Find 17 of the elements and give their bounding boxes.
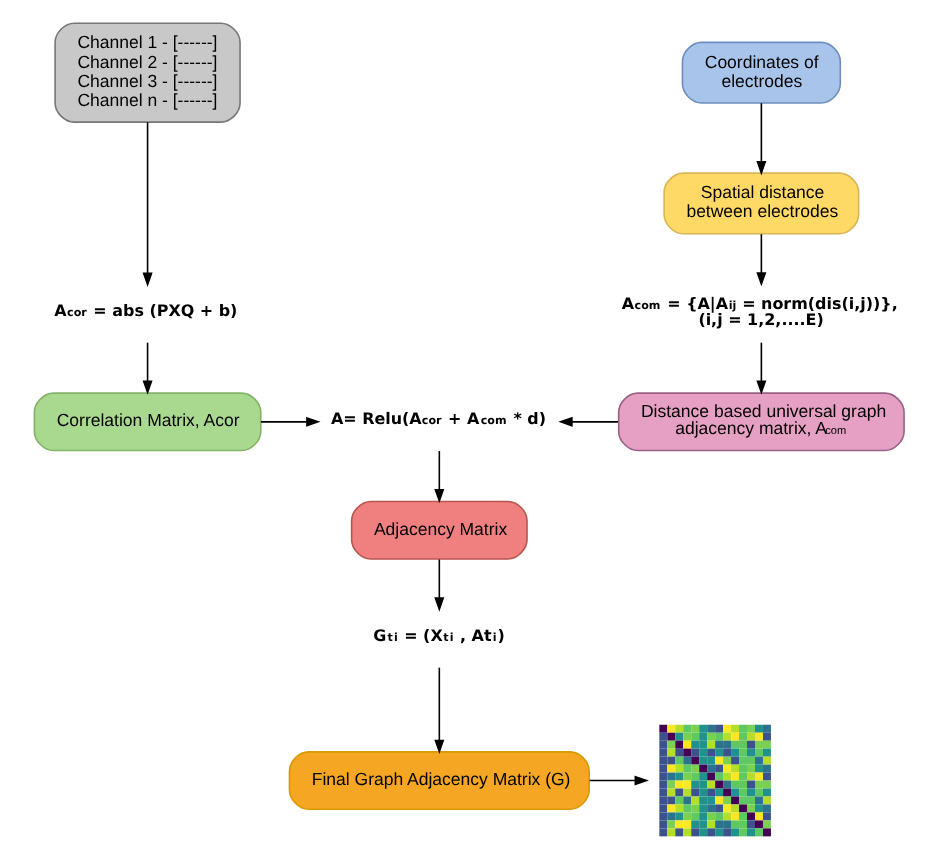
node-box: Final Graph Adjacency Matrix (G) [288,751,590,811]
arrow [756,102,767,176]
arrow [434,558,445,612]
arrow [142,341,153,395]
arrow [558,416,619,427]
node-box: Adjacency Matrix [350,500,528,560]
arrow [260,416,321,427]
node-box: Spatial distance between electrodes [663,172,860,235]
arrow [588,775,649,786]
node-box: Channel 1 - [------] Channel 2 - [------] Channel 3 - [------] Channel n - [------] [54,22,241,123]
node-box: Correlation Matrix, Acor [33,392,262,452]
arrow [142,121,153,287]
arrow [756,233,767,287]
arrow [434,666,445,755]
node-box: Coordinates of electrodes [681,41,842,104]
arrow [756,341,767,395]
arrow [434,450,445,504]
